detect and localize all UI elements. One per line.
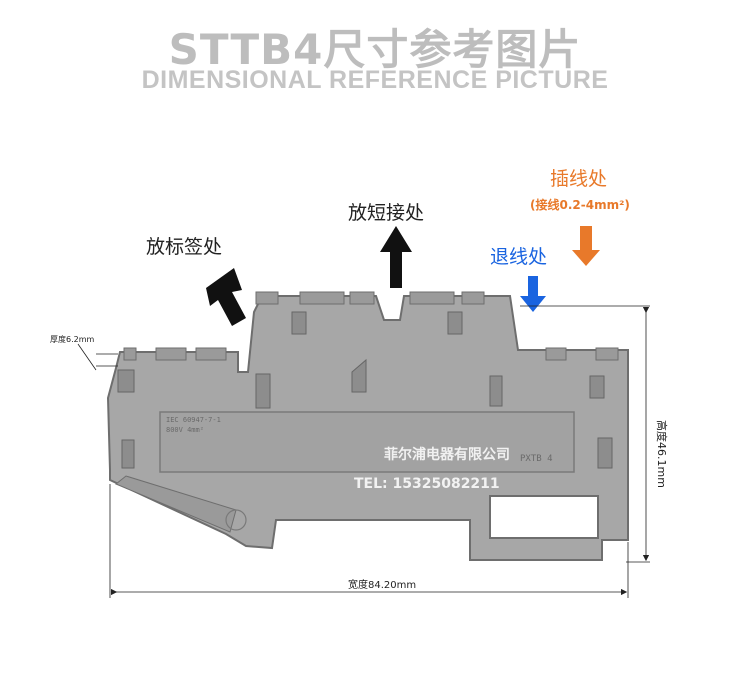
part-marking-rating: 800V 4mm² (166, 426, 204, 434)
watermark-phone: TEL: 15325082211 (354, 476, 500, 492)
callout-release-wire: 退线处 (490, 246, 548, 268)
arrow-down-orange (572, 226, 600, 266)
wire-slot (117, 369, 135, 393)
top-tooth (349, 291, 375, 305)
wire-slot (589, 375, 605, 399)
part-marking-iec: IEC 60947-7-1 (166, 416, 221, 424)
callout-jumper-area: 放短接处 (348, 202, 425, 224)
dimension-line (77, 343, 97, 371)
top-tooth (195, 347, 227, 361)
wire-slot (255, 373, 271, 409)
arrow-up-black-label (206, 268, 246, 326)
top-tooth (255, 291, 279, 305)
dimension-thickness-label: 厚度6.2mm (50, 335, 95, 344)
watermark-company: 菲尔浦电器有限公司 (384, 447, 510, 463)
part-marking-model: PXTB 4 (520, 454, 553, 464)
top-tooth (155, 347, 187, 361)
top-tooth (461, 291, 485, 305)
wire-slot (121, 439, 135, 469)
arrow-up-black-jumper (380, 226, 412, 288)
callout-label-area: 放标签处 (146, 236, 223, 258)
wire-slot (597, 437, 613, 469)
foot-cutout (489, 495, 599, 539)
top-tooth (409, 291, 455, 305)
jumper-slot (351, 358, 367, 393)
wire-slot (489, 375, 503, 407)
wire-slot (447, 311, 463, 335)
callout-wire-spec: (接线0.2-4mm²) (530, 198, 630, 212)
callout-insert-wire: 插线处 (550, 168, 608, 190)
top-tooth (123, 347, 137, 361)
earth-mark (225, 509, 247, 531)
wire-slot (291, 311, 307, 335)
top-tooth (595, 347, 619, 361)
page-title: STTB4尺寸参考图片 (168, 25, 582, 74)
dimension-width-label: 宽度84.20mm (348, 580, 417, 591)
page-subtitle: DIMENSIONAL REFERENCE PICTURE (141, 66, 609, 94)
arrow-down-blue (520, 276, 546, 312)
label-strip (159, 411, 575, 473)
top-tooth (545, 347, 567, 361)
dimension-height-label: 高度46.1mm (655, 420, 668, 488)
top-tooth (299, 291, 345, 305)
